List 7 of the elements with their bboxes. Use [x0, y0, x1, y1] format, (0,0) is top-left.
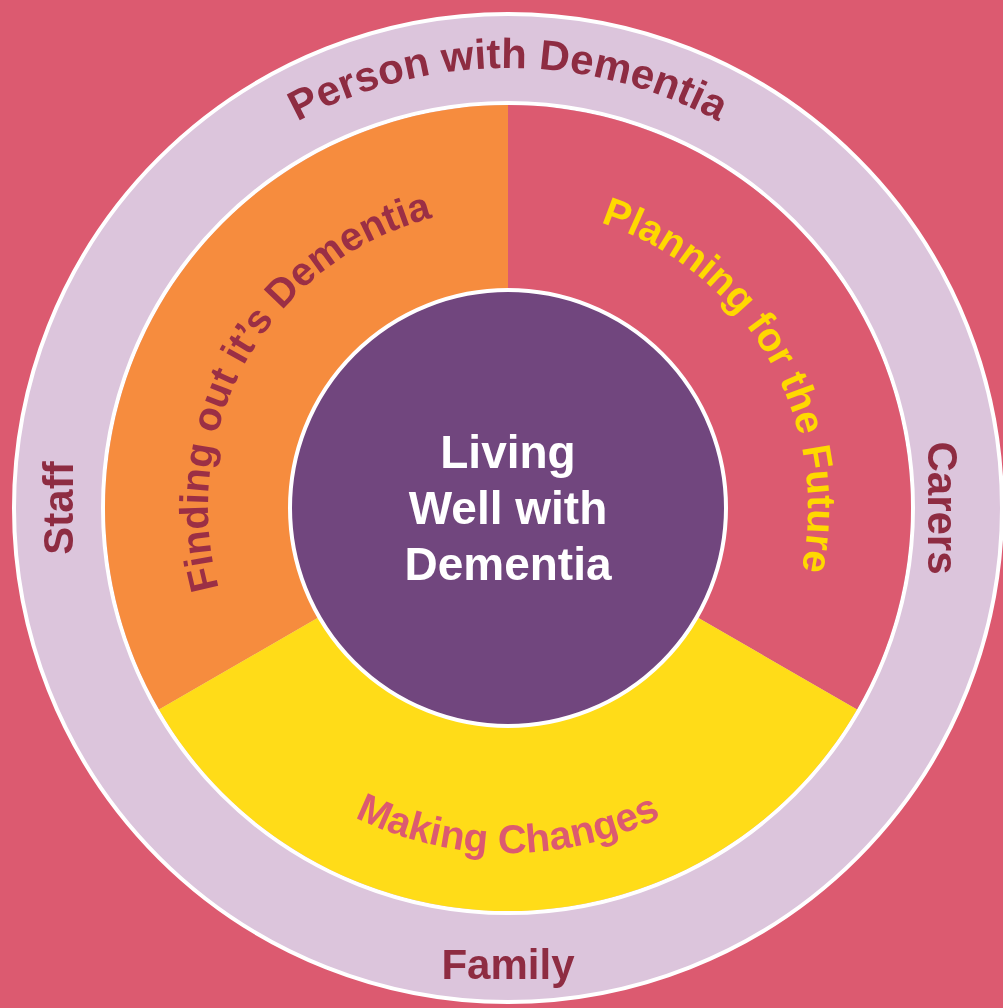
segment-label: Making Changes: [351, 784, 665, 862]
ring-label: Staff: [34, 461, 82, 555]
ring-label: Carers: [918, 441, 966, 575]
center-title: Living Well with Dementia: [404, 425, 612, 592]
ring-segment: [159, 617, 857, 911]
outer-ring: [12, 12, 1003, 1004]
ring-label: Family: [441, 940, 575, 988]
